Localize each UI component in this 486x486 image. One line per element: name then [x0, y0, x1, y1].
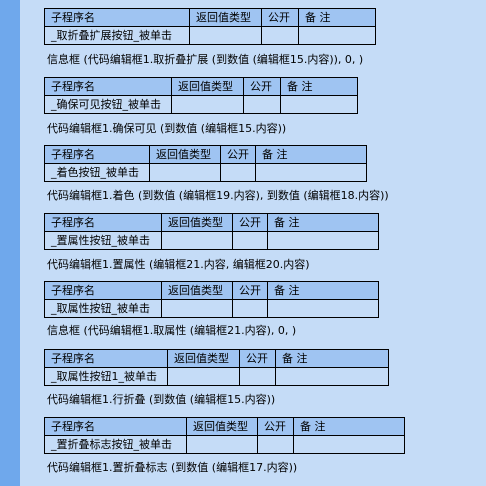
subroutine-name[interactable]: _置属性按钮_被单击 [44, 231, 162, 250]
header-name: 子程序名 [44, 281, 162, 300]
header-public: 公开 [220, 145, 256, 164]
code-line[interactable]: 代码编辑框1.确保可见 (到数值 (编辑框15.内容)) [47, 122, 287, 135]
header-name: 子程序名 [44, 8, 190, 27]
return-type-cell[interactable] [167, 367, 240, 386]
code-line[interactable]: 代码编辑框1.行折叠 (到数值 (编辑框15.内容)) [47, 393, 276, 406]
header-public: 公开 [232, 281, 268, 300]
code-line[interactable]: 信息框 (代码编辑框1.取属性 (编辑框21.内容), 0, ) [47, 324, 297, 337]
header-note: 备 注 [298, 8, 376, 27]
header-public: 公开 [261, 8, 299, 27]
subroutine-table: 子程序名 返回值类型 公开 备 注 _着色按钮_被单击 [44, 145, 367, 182]
subroutine-name[interactable]: _取属性按钮_被单击 [44, 299, 162, 318]
return-type-cell[interactable] [149, 163, 221, 182]
subroutine-name[interactable]: _取折叠扩展按钮_被单击 [44, 26, 190, 45]
subroutine-name[interactable]: _确保可见按钮_被单击 [44, 95, 172, 114]
subroutine-name[interactable]: _着色按钮_被单击 [44, 163, 150, 182]
return-type-cell[interactable] [161, 231, 233, 250]
header-name: 子程序名 [44, 77, 172, 96]
return-type-cell[interactable] [161, 299, 233, 318]
public-cell[interactable] [243, 95, 281, 114]
header-return-type: 返回值类型 [161, 213, 233, 232]
note-cell[interactable] [255, 163, 367, 182]
header-note: 备 注 [275, 349, 389, 368]
header-public: 公开 [257, 417, 294, 436]
return-type-cell[interactable] [186, 435, 258, 454]
header-note: 备 注 [267, 281, 379, 300]
header-name: 子程序名 [44, 417, 187, 436]
public-cell[interactable] [232, 231, 268, 250]
note-cell[interactable] [280, 95, 358, 114]
left-margin-strip [0, 0, 20, 486]
note-cell[interactable] [275, 367, 389, 386]
header-return-type: 返回值类型 [189, 8, 262, 27]
note-cell[interactable] [267, 299, 379, 318]
subroutine-name[interactable]: _取属性按钮1_被单击 [44, 367, 168, 386]
public-cell[interactable] [261, 26, 299, 45]
header-return-type: 返回值类型 [149, 145, 221, 164]
header-note: 备 注 [293, 417, 405, 436]
header-note: 备 注 [255, 145, 367, 164]
code-line[interactable]: 代码编辑框1.置折叠标志 (到数值 (编辑框17.内容)) [47, 461, 298, 474]
code-line[interactable]: 信息框 (代码编辑框1.取折叠扩展 (到数值 (编辑框15.内容)), 0, ) [47, 53, 364, 66]
subroutine-table: 子程序名 返回值类型 公开 备 注 _取属性按钮1_被单击 [44, 349, 389, 386]
header-note: 备 注 [267, 213, 379, 232]
subroutine-table: 子程序名 返回值类型 公开 备 注 _取折叠扩展按钮_被单击 [44, 8, 376, 45]
code-editor-area[interactable]: 子程序名 返回值类型 公开 备 注 _取折叠扩展按钮_被单击 信息框 (代码编辑… [20, 0, 486, 486]
note-cell[interactable] [298, 26, 376, 45]
header-return-type: 返回值类型 [161, 281, 233, 300]
note-cell[interactable] [293, 435, 405, 454]
header-name: 子程序名 [44, 213, 162, 232]
header-public: 公开 [239, 349, 276, 368]
subroutine-table: 子程序名 返回值类型 公开 备 注 _确保可见按钮_被单击 [44, 77, 358, 114]
header-return-type: 返回值类型 [186, 417, 258, 436]
subroutine-table: 子程序名 返回值类型 公开 备 注 _取属性按钮_被单击 [44, 281, 379, 318]
return-type-cell[interactable] [189, 26, 262, 45]
public-cell[interactable] [257, 435, 294, 454]
public-cell[interactable] [239, 367, 276, 386]
header-name: 子程序名 [44, 145, 150, 164]
public-cell[interactable] [232, 299, 268, 318]
header-note: 备 注 [280, 77, 358, 96]
subroutine-table: 子程序名 返回值类型 公开 备 注 _置属性按钮_被单击 [44, 213, 379, 250]
code-line[interactable]: 代码编辑框1.置属性 (编辑框21.内容, 编辑框20.内容) [47, 258, 310, 271]
header-name: 子程序名 [44, 349, 168, 368]
return-type-cell[interactable] [171, 95, 244, 114]
note-cell[interactable] [267, 231, 379, 250]
header-return-type: 返回值类型 [171, 77, 244, 96]
subroutine-table: 子程序名 返回值类型 公开 备 注 _置折叠标志按钮_被单击 [44, 417, 405, 454]
header-public: 公开 [232, 213, 268, 232]
header-return-type: 返回值类型 [167, 349, 240, 368]
code-line[interactable]: 代码编辑框1.着色 (到数值 (编辑框19.内容), 到数值 (编辑框18.内容… [47, 189, 389, 202]
header-public: 公开 [243, 77, 281, 96]
public-cell[interactable] [220, 163, 256, 182]
subroutine-name[interactable]: _置折叠标志按钮_被单击 [44, 435, 187, 454]
